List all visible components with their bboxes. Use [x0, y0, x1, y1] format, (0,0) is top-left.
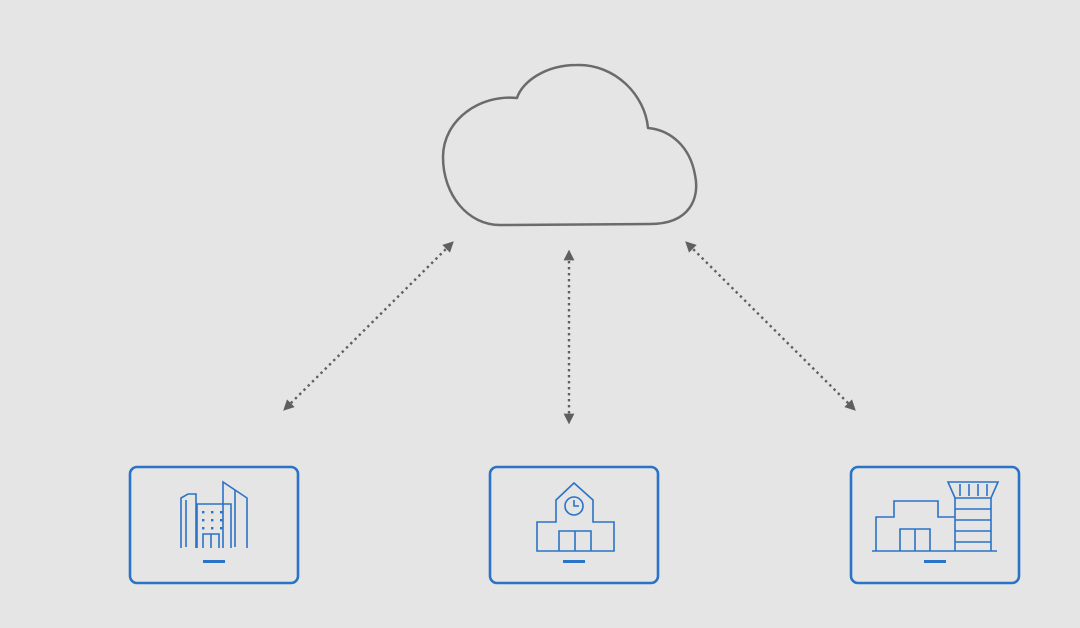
node-frame	[488, 465, 660, 585]
node-indicator-bar	[203, 560, 225, 563]
connector-cloud-to-airport	[685, 241, 856, 411]
airport-tower-icon	[872, 481, 1000, 552]
node-indicator-bar	[924, 560, 946, 563]
node-frame	[849, 465, 1021, 585]
school-node	[488, 465, 660, 585]
airport-node	[849, 465, 1021, 585]
office-buildings-node	[128, 465, 300, 585]
connectors	[283, 241, 856, 425]
school-clock-icon	[536, 481, 615, 552]
cloud-icon	[441, 63, 698, 227]
node-indicator-bar	[563, 560, 585, 563]
connector-cloud-to-office-buildings	[283, 241, 454, 411]
node-frame	[128, 465, 300, 585]
office-buildings-icon	[180, 480, 248, 548]
office-buildings-icon-windows	[202, 511, 223, 530]
